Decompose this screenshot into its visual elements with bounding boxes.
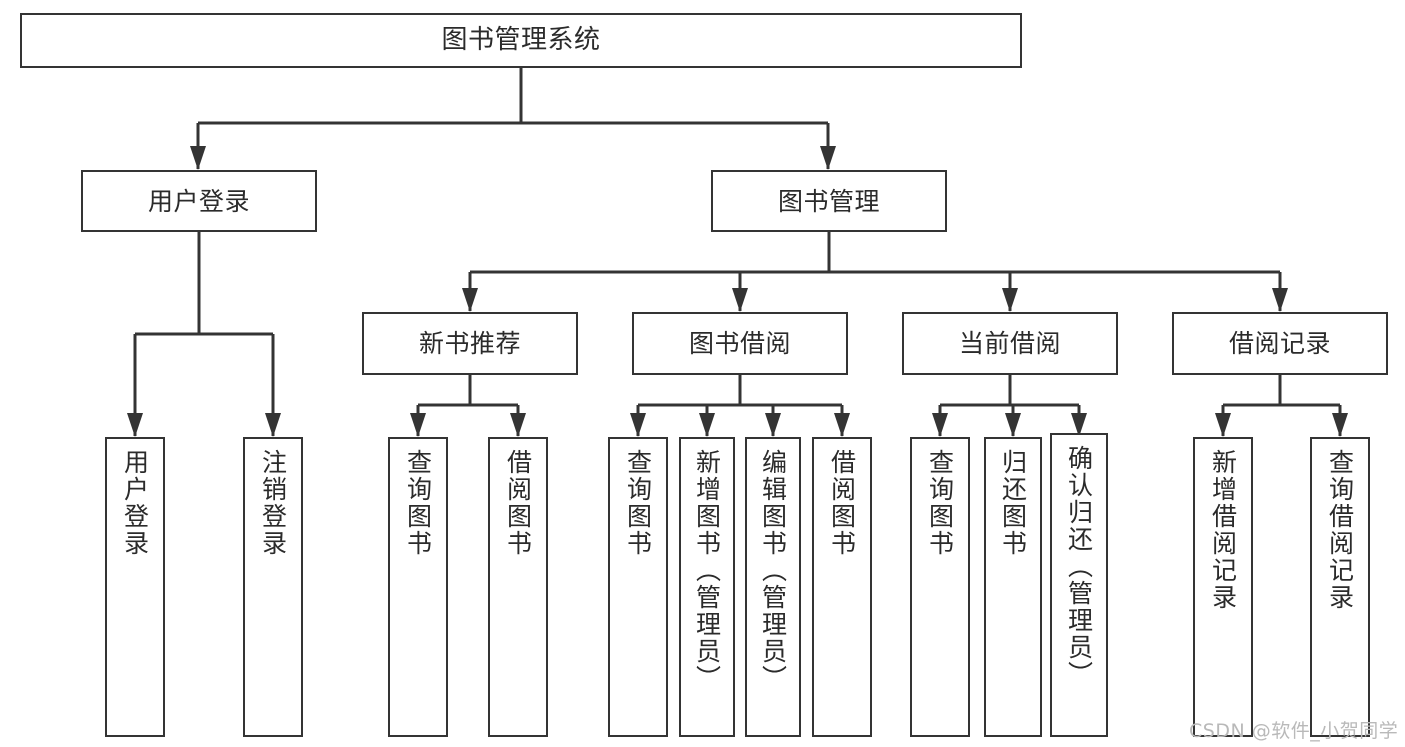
node-leaf-edit-book-admin-label: 编辑图书（管理员） [758, 449, 788, 692]
node-leaf-user-login-label: 用户登录 [120, 449, 150, 557]
node-leaf-add-book-admin-label: 新增图书（管理员） [692, 449, 722, 692]
node-leaf-add-book-admin[interactable]: 新增图书（管理员） [679, 437, 735, 737]
node-leaf-confirm-return-admin[interactable]: 确认归还（管理员） [1050, 433, 1108, 737]
node-leaf-borrow-book-2-label: 借阅图书 [827, 449, 857, 557]
node-current-borrow[interactable]: 当前借阅 [902, 312, 1118, 375]
node-root-label: 图书管理系统 [441, 25, 601, 56]
node-leaf-query-book-2[interactable]: 查询图书 [608, 437, 668, 737]
node-borrow-record[interactable]: 借阅记录 [1172, 312, 1388, 375]
node-leaf-return-book[interactable]: 归还图书 [984, 437, 1042, 737]
node-leaf-confirm-return-admin-label: 确认归还（管理员） [1064, 445, 1094, 688]
node-root[interactable]: 图书管理系统 [20, 13, 1022, 68]
node-current-borrow-label: 当前借阅 [958, 329, 1061, 358]
node-leaf-user-login[interactable]: 用户登录 [105, 437, 165, 737]
node-leaf-edit-book-admin[interactable]: 编辑图书（管理员） [745, 437, 801, 737]
node-borrow-record-label: 借阅记录 [1228, 329, 1331, 358]
node-leaf-query-book-1-label: 查询图书 [403, 449, 433, 557]
csdn-watermark: CSDN @软件_小贺同学 [1189, 720, 1399, 742]
node-leaf-return-book-label: 归还图书 [998, 449, 1028, 557]
node-leaf-borrow-book-2[interactable]: 借阅图书 [812, 437, 872, 737]
node-book-borrow[interactable]: 图书借阅 [632, 312, 848, 375]
node-leaf-query-book-3-label: 查询图书 [925, 449, 955, 557]
node-new-book-recommend[interactable]: 新书推荐 [362, 312, 578, 375]
node-book-manage[interactable]: 图书管理 [711, 170, 947, 232]
node-new-book-recommend-label: 新书推荐 [418, 329, 521, 358]
node-user-login[interactable]: 用户登录 [81, 170, 317, 232]
node-leaf-logout-login[interactable]: 注销登录 [243, 437, 303, 737]
node-leaf-add-borrow-record[interactable]: 新增借阅记录 [1193, 437, 1253, 737]
node-user-login-label: 用户登录 [147, 186, 250, 216]
node-leaf-query-book-3[interactable]: 查询图书 [910, 437, 970, 737]
node-leaf-add-borrow-record-label: 新增借阅记录 [1208, 449, 1238, 611]
node-leaf-query-book-1[interactable]: 查询图书 [388, 437, 448, 737]
node-leaf-borrow-book-1-label: 借阅图书 [503, 449, 533, 557]
node-leaf-query-borrow-record-label: 查询借阅记录 [1325, 449, 1355, 611]
node-leaf-query-borrow-record[interactable]: 查询借阅记录 [1310, 437, 1370, 737]
node-book-manage-label: 图书管理 [777, 186, 880, 216]
node-leaf-logout-login-label: 注销登录 [258, 449, 288, 557]
node-leaf-borrow-book-1[interactable]: 借阅图书 [488, 437, 548, 737]
node-book-borrow-label: 图书借阅 [688, 329, 791, 358]
node-leaf-query-book-2-label: 查询图书 [623, 449, 653, 557]
